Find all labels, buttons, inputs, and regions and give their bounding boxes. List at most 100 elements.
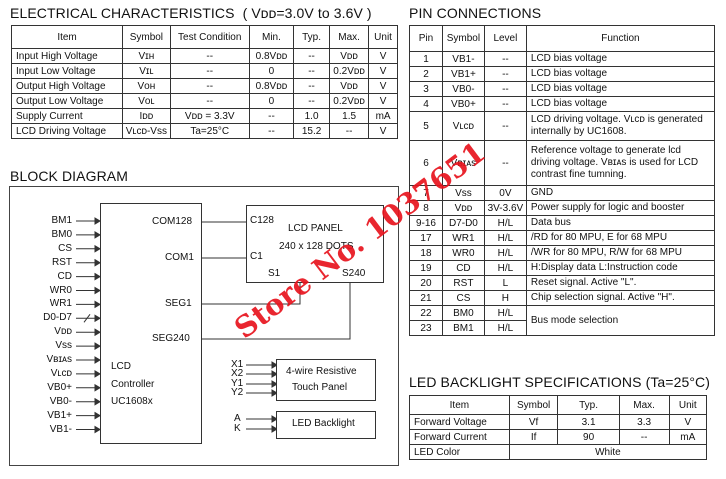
table-cell: Reference voltage to generate lcd drivin… bbox=[525, 140, 716, 186]
controller-label-3: UC1608x bbox=[111, 396, 153, 407]
table-cell: V bbox=[368, 123, 398, 139]
left-pin-label: Vʟᴄᴅ bbox=[50, 367, 72, 379]
table-cell: -- bbox=[248, 123, 295, 139]
table-cell: -- bbox=[618, 429, 670, 445]
pin-arrow bbox=[94, 258, 101, 267]
panel-name: LCD PANEL bbox=[288, 223, 343, 234]
panel-s1: S1 bbox=[268, 268, 281, 279]
header-cell: Unit bbox=[668, 395, 708, 415]
left-pin-label: RST bbox=[52, 256, 72, 268]
pin-arrow bbox=[94, 244, 101, 253]
header-cell: Pin bbox=[409, 25, 443, 52]
header-cell: Max. bbox=[618, 395, 670, 415]
pin-arrow bbox=[94, 342, 101, 350]
left-pin-label: D0-D7 bbox=[43, 312, 72, 324]
left-pin-label: Vss bbox=[55, 340, 72, 352]
touch-label-2: Touch Panel bbox=[292, 382, 348, 393]
electrical-title: ELECTRICAL CHARACTERISTICS ( Vᴅᴅ=3.0V to… bbox=[10, 5, 372, 21]
left-pin-label: VB0- bbox=[49, 395, 72, 407]
table-cell: -- bbox=[483, 140, 527, 186]
left-pin-label: VB1+ bbox=[47, 409, 72, 421]
table-cell: 3.3 bbox=[618, 414, 670, 430]
pin-arrow bbox=[94, 328, 101, 337]
left-pin-label: VB0+ bbox=[47, 381, 72, 393]
port-com128: COM128 bbox=[152, 216, 193, 227]
header-cell: Symbol bbox=[508, 395, 559, 415]
pin-connections-title: PIN CONNECTIONS bbox=[409, 5, 542, 21]
table-cell: -- bbox=[329, 123, 370, 139]
panel-c1: C1 bbox=[250, 251, 263, 262]
pin-arrow bbox=[94, 370, 101, 378]
table-cell: mA bbox=[668, 429, 708, 445]
left-pin-label: CD bbox=[57, 270, 72, 282]
table-cell: 3.1 bbox=[557, 414, 620, 430]
pin-arrow bbox=[94, 286, 101, 295]
left-pin-label: VB1- bbox=[49, 423, 72, 435]
header-cell: Item bbox=[409, 395, 510, 415]
block-diagram-frame bbox=[9, 186, 399, 466]
left-pin-label: CS bbox=[58, 242, 72, 254]
touch-pin-x1: X1 bbox=[231, 359, 244, 370]
port-seg1: SEG1 bbox=[165, 298, 192, 309]
lcd-panel-box bbox=[246, 205, 384, 283]
bus-slash bbox=[83, 313, 91, 323]
table-cell: LCD Driving Voltage bbox=[10, 123, 124, 139]
pin-arrow bbox=[94, 383, 101, 392]
port-com1: COM1 bbox=[165, 252, 194, 263]
port-seg240: SEG240 bbox=[152, 333, 190, 344]
pin-arrow bbox=[94, 231, 101, 239]
touch-label-1: 4-wire Resistive bbox=[286, 366, 357, 377]
pin-arrow bbox=[94, 314, 101, 323]
table-cell: Forward Current bbox=[409, 429, 510, 445]
left-pin-label: Vᴅᴅ bbox=[54, 326, 72, 338]
table-cell: Bus mode selection bbox=[525, 305, 716, 336]
table-cell: Vʟᴄᴅ bbox=[441, 111, 485, 141]
table-cell: White bbox=[508, 444, 708, 460]
table-cell: Vʙɪᴀs bbox=[441, 140, 485, 186]
pin-arrow bbox=[94, 356, 101, 364]
header-cell: Symbol bbox=[122, 25, 171, 49]
panel-s240: S240 bbox=[342, 268, 366, 279]
table-cell: Vf bbox=[508, 414, 559, 430]
controller-box bbox=[100, 203, 202, 444]
pin-arrow bbox=[94, 397, 101, 406]
table-cell: H/L bbox=[483, 320, 527, 336]
led-spec-title: LED BACKLIGHT SPECIFICATIONS (Ta=25°C) bbox=[409, 374, 711, 390]
pin-arrow bbox=[94, 272, 101, 281]
left-pin-label: BM1 bbox=[51, 215, 72, 226]
left-pin-label: WR1 bbox=[49, 298, 72, 310]
pin-arrow bbox=[94, 217, 101, 225]
left-pin-label: WR0 bbox=[49, 284, 72, 296]
touch-pin-y2: Y2 bbox=[231, 387, 244, 398]
touch-panel-box bbox=[276, 359, 376, 401]
pin-arrow bbox=[94, 300, 101, 309]
led-backlight-box bbox=[276, 411, 376, 439]
table-cell: LED Color bbox=[409, 444, 510, 460]
header-cell: Max. bbox=[329, 25, 370, 49]
touch-pin-y1: Y1 bbox=[231, 378, 244, 389]
table-cell: V bbox=[668, 414, 708, 430]
bl-pin-a: A bbox=[234, 413, 241, 424]
touch-pin-x2: X2 bbox=[231, 368, 244, 379]
led-backlight-label: LED Backlight bbox=[292, 418, 355, 429]
pin-arrow bbox=[94, 425, 101, 434]
block-diagram-title: BLOCK DIAGRAM bbox=[10, 168, 128, 184]
